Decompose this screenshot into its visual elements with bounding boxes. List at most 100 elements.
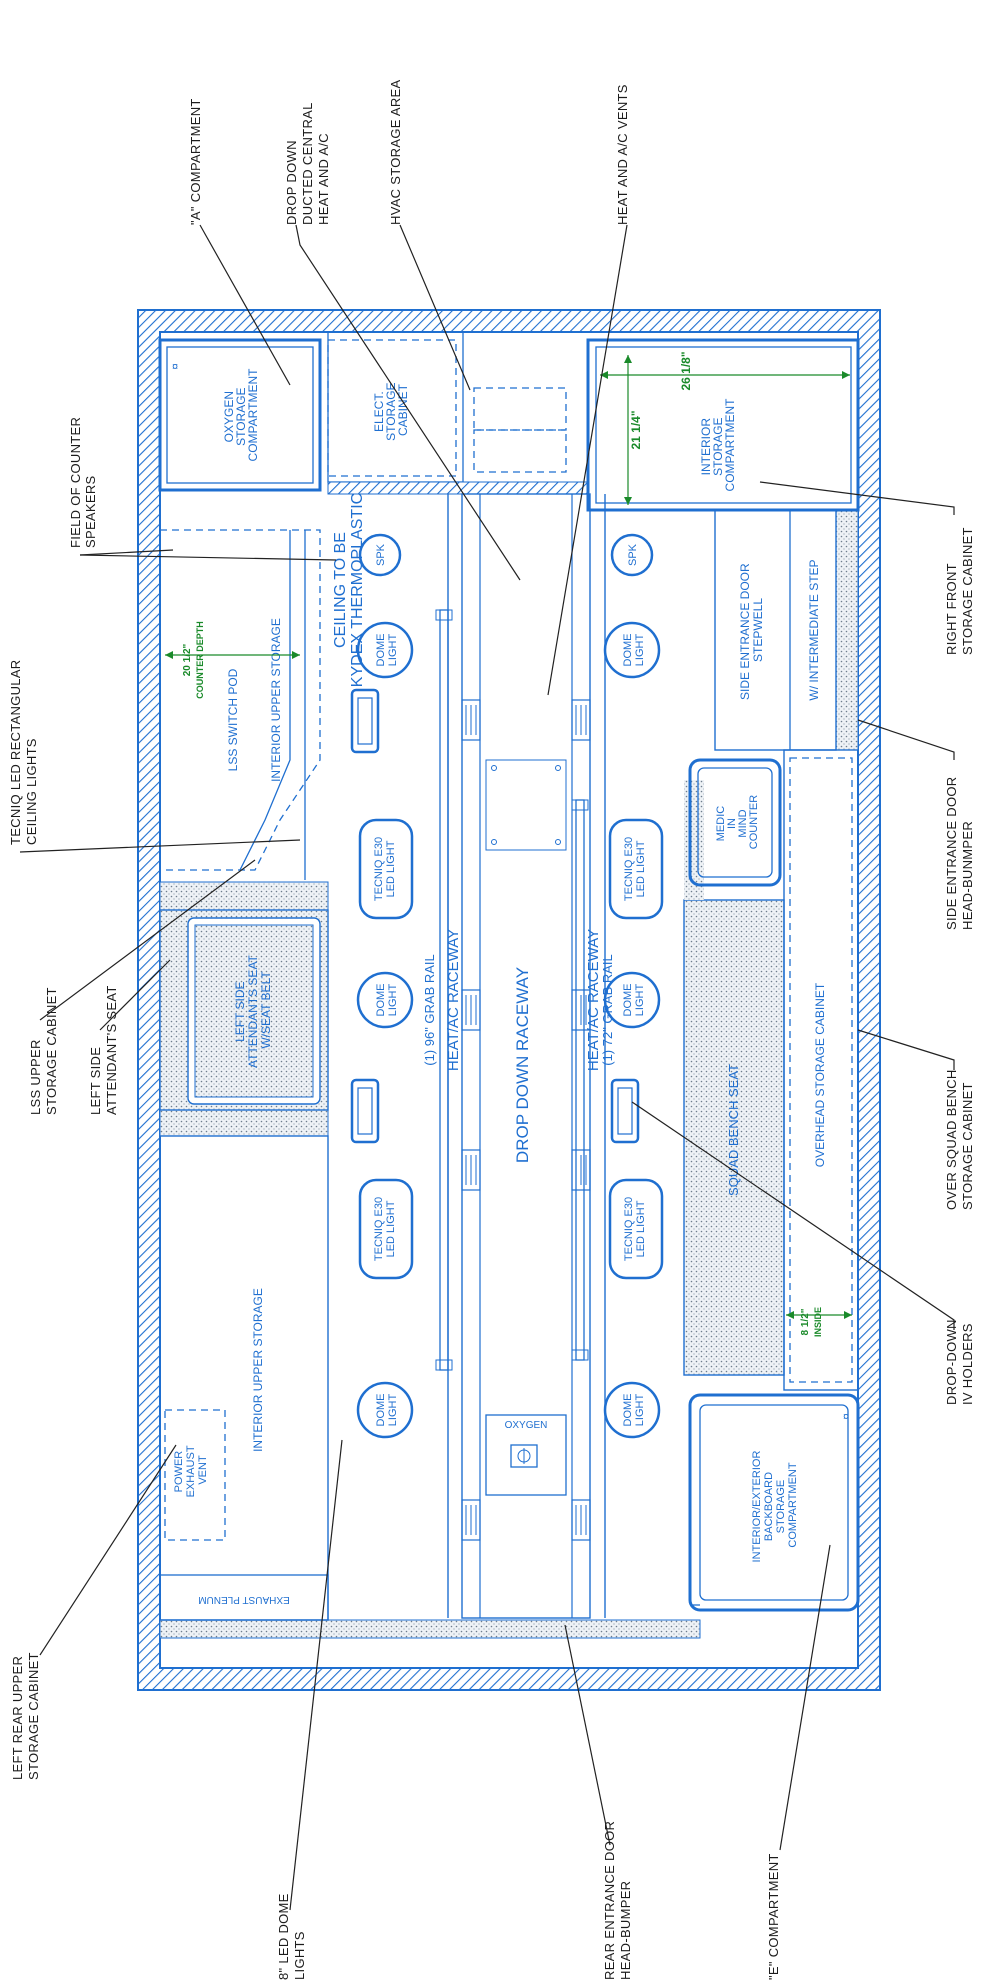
callout-e-compartment: "E" COMPARTMENT (766, 1853, 781, 1980)
vent (461, 699, 481, 741)
callout-left-rear-l1: LEFT REAR UPPER (10, 1656, 25, 1780)
interior-storage-front-l2: STORAGE (711, 417, 725, 475)
elect-storage-cabinet: ELECT. STORAGE CABINET (327, 331, 589, 495)
drop-down-raceway: DROP DOWN RACEWAY OXYGEN (461, 493, 591, 1619)
callout-field-counter-l1: FIELD OF COUNTER (68, 417, 83, 548)
overhead-storage-label: OVERHEAD STORAGE CABINET (813, 982, 827, 1167)
stepwell-l2: STEPWELL (751, 598, 765, 662)
grab-rail-96-label: (1) 96" GRAB RAIL (422, 954, 437, 1066)
ceiling-kydex-l1: CEILING TO BE (332, 532, 349, 648)
attendant-seat-l2: ATTENDANTS SEAT (246, 954, 260, 1068)
leader-lines (19, 224, 955, 1911)
callout-left-rear-l2: STORAGE CABINET (26, 1652, 41, 1780)
backboard-l2: BACKBOARD (763, 1472, 775, 1541)
callout-drop-down-l3: HEAT AND A/C (316, 133, 331, 225)
iv-holder (610, 1078, 640, 1144)
left-attendant-seat: LEFT SIDE ATTENDANTS SEAT W/SEAT BELT (159, 909, 329, 1111)
iv-holder (350, 688, 380, 754)
overhead-storage-cabinet: OVERHEAD STORAGE CABINET 8 1/2" INSIDE (783, 749, 859, 1391)
callout-rear-entrance-l1: REAR ENTRANCE DOOR (602, 1821, 617, 1980)
ceiling-kydex-l2: KYDEX THERMOPLASTIC (349, 493, 366, 687)
callout-led-dome-l1: 8" LED DOME (276, 1893, 291, 1980)
squad-bench-label: SQUAD BENCH SEAT (726, 1064, 741, 1196)
callout-over-squad-l2: STORAGE CABINET (960, 1082, 975, 1210)
lss-switch-pod: LSS SWITCH POD INTERIOR UPPER STORAGE 20… (159, 529, 321, 880)
oxygen-storage-l2: STORAGE (234, 387, 248, 445)
svg-text:INTERIOR/EXTERIOR BACKBO: INTERIOR/EXTERIOR BACKBOARD STORAGE COMP… (751, 1448, 799, 1563)
dim-inside-label: INSIDE (813, 1307, 823, 1337)
oxygen-storage-l3: COMPARTMENT (246, 368, 260, 462)
interior-upper-storage-rear: INTERIOR UPPER STORAGE POWER EXHAUST VEN… (159, 1135, 329, 1621)
callout-side-entrance-l2: HEAD-BUNMPER (960, 821, 975, 930)
oxygen-outlet-label: OXYGEN (505, 1420, 548, 1431)
callout-tecniq-l2: CEILING LIGHTS (24, 738, 39, 845)
dome-light: DOMELIGHT (356, 971, 414, 1029)
speaker-left: SPK (358, 533, 402, 577)
callout-drop-down-iv-l1: DROP-DOWN (944, 1319, 959, 1405)
backboard-compartment: INTERIOR/EXTERIOR BACKBOARD STORAGE COMP… (688, 1393, 860, 1612)
svg-text:POWER EXHAUST VENT: POWER EXHAUST VENT (173, 1443, 209, 1498)
medic-l4: COUNTER (748, 795, 760, 849)
stepwell-l1: SIDE ENTRANCE DOOR (738, 563, 752, 700)
tecniq-light: TECNIQ E30LED LIGHT (608, 1178, 664, 1280)
callout-over-squad-l1: OVER SQUAD BENCH (944, 1069, 959, 1210)
svg-text:SIDE ENTRANCE DOOR STEPW: SIDE ENTRANCE DOOR STEPWELL (738, 560, 765, 700)
dome-light: DOMELIGHT (603, 621, 661, 679)
dim-26-eighth-value: 26 1/8" (679, 351, 693, 390)
latch-icon: ¤ (843, 1411, 849, 1423)
svg-text:DOMELIGHT: DOMELIGHT (375, 634, 399, 667)
backboard-l4: COMPARTMENT (787, 1462, 799, 1547)
callout-led-dome-l2: LIGHTS (292, 1931, 307, 1980)
power-exhaust-l2: EXHAUST (185, 1445, 197, 1497)
dim-inside: 8 1/2" INSIDE (786, 1307, 852, 1337)
medic-l3: MIND (737, 809, 749, 837)
speaker-right: SPK (610, 533, 654, 577)
svg-text:TECNIQ E30LED LIGHT: TECNIQ E30LED LIGHT (623, 1197, 647, 1261)
callout-drop-down-l1: DROP DOWN (284, 140, 299, 225)
callout-right-front-l2: STORAGE CABINET (960, 527, 975, 655)
hvac-storage-area (473, 387, 567, 473)
lss-switch-pod-label: LSS SWITCH POD (226, 668, 240, 771)
squad-bench-seat: SQUAD BENCH SEAT (726, 1064, 741, 1196)
svg-text:DOMELIGHT: DOMELIGHT (375, 984, 399, 1017)
grab-rail-96: (1) 96" GRAB RAIL (422, 609, 453, 1371)
exhaust-plenum-label: EXHAUST PLENUM (198, 1594, 290, 1605)
power-exhaust-l1: POWER (173, 1451, 185, 1493)
svg-text:DOMELIGHT: DOMELIGHT (375, 1394, 399, 1427)
dim-21-quarter: 21 1/4" (624, 355, 643, 505)
tecniq-light: TECNIQ E30LED LIGHT (358, 818, 414, 920)
callout-lss-upper-l1: LSS UPPER (28, 1039, 43, 1115)
dome-light: DOMELIGHT (603, 971, 661, 1029)
power-exhaust-l3: VENT (197, 1455, 209, 1485)
oxygen-storage-l1: OXYGEN (222, 391, 236, 442)
elect-storage-l1: ELECT. (372, 391, 386, 432)
medic-counter: MEDIC IN MIND COUNTER (688, 758, 782, 887)
callout-lss-upper-l2: STORAGE CABINET (44, 987, 59, 1115)
speaker-left-label: SPK (375, 543, 387, 566)
vent (571, 699, 591, 741)
oxygen-outlet: OXYGEN (485, 1414, 567, 1496)
oxygen-storage-compartment: OXYGEN STORAGE COMPARTMENT ¤ (158, 338, 322, 492)
medic-l1: MEDIC (715, 806, 727, 842)
iv-holder (350, 1078, 380, 1144)
callout-rear-entrance-l2: HEAD-BUMPER (618, 1881, 633, 1980)
interior-storage-front-l3: COMPARTMENT (723, 398, 737, 492)
tecniq-light: TECNIQ E30LED LIGHT (608, 818, 664, 920)
svg-text:DOMELIGHT: DOMELIGHT (622, 1394, 646, 1427)
dome-light: DOMELIGHT (356, 621, 414, 679)
interior-storage-front-l1: INTERIOR (699, 418, 713, 476)
intermediate-step-label: W/ INTERMEDIATE STEP (807, 559, 821, 700)
drop-down-raceway-label: DROP DOWN RACEWAY (513, 967, 532, 1163)
vent (461, 1499, 481, 1541)
tecniq-light: TECNIQ E30LED LIGHT (358, 1178, 414, 1280)
elect-storage-l2: STORAGE (384, 382, 398, 440)
counter-depth-dimension: 20 1/2" COUNTER DEPTH (165, 621, 300, 699)
callout-a-compartment: "A" COMPARTMENT (188, 98, 203, 225)
svg-text:TECNIQ E30LED LIGHT: TECNIQ E30LED LIGHT (373, 837, 397, 901)
callout-drop-down-l2: DUCTED CENTRAL (300, 102, 315, 225)
svg-text:TECNIQ E30LED LIGHT: TECNIQ E30LED LIGHT (623, 837, 647, 901)
dome-light: DOMELIGHT (603, 1381, 661, 1439)
counter-depth-value: 20 1/2" (182, 643, 193, 676)
svg-text:TECNIQ E30LED LIGHT: TECNIQ E30LED LIGHT (373, 1197, 397, 1261)
interior-upper-storage-label: INTERIOR UPPER STORAGE (269, 618, 283, 782)
